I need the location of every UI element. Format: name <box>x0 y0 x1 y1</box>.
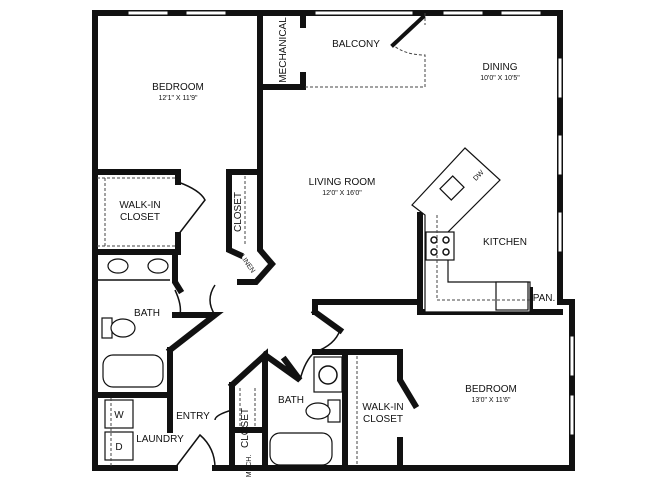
toilet-icon <box>305 402 331 420</box>
closet1-label: CLOSET <box>233 192 244 232</box>
sink-icon <box>439 175 465 201</box>
dryer-icon <box>104 431 134 461</box>
closet2-label: CLOSET <box>240 408 251 448</box>
bathtub-icon <box>102 354 164 388</box>
bathtub-icon <box>269 432 333 466</box>
pantry-label: PAN. <box>533 293 556 304</box>
fridge-icon <box>495 281 529 311</box>
laundry-label: LAUNDRY <box>136 434 184 445</box>
dining-size: 10'0" X 10'5" <box>480 75 520 82</box>
dining-label: DINING <box>483 62 518 73</box>
bath1-label: BATH <box>134 308 160 319</box>
kitchen-label: KITCHEN <box>483 237 527 248</box>
washer-icon <box>104 399 134 429</box>
mechanical-label: MECHANICAL <box>278 17 289 83</box>
dryer-label: D <box>115 442 122 453</box>
windows <box>127 10 575 436</box>
balcony-outline <box>97 13 426 247</box>
living-room-label: LIVING ROOM <box>309 177 376 188</box>
bedroom1-label: BEDROOM <box>152 82 204 93</box>
walkin2-label: WALK-IN <box>362 402 403 413</box>
kitchen-counters <box>411 147 531 313</box>
bedroom2-label: BEDROOM <box>465 384 517 395</box>
walkin2-label-2: CLOSET <box>363 414 403 425</box>
living-room-size: 12'0" X 16'0" <box>322 190 362 197</box>
bath1-fixtures <box>97 258 170 466</box>
bedroom1-size: 12'1" X 11'9" <box>158 95 198 102</box>
bath2-fixtures <box>239 356 358 466</box>
mech2-label: MECH. <box>246 455 253 478</box>
walkin1-label: WALK-IN <box>119 200 160 211</box>
stove-icon <box>425 231 455 261</box>
door-swings <box>174 181 341 469</box>
walkin1-label-2: CLOSET <box>120 212 160 223</box>
bedroom2-size: 13'0" X 11'6" <box>471 397 511 404</box>
sink-icon <box>107 258 129 274</box>
sink-icon <box>147 258 169 274</box>
sink-icon <box>313 356 343 393</box>
balcony-label: BALCONY <box>332 39 380 50</box>
washer-label: W <box>114 410 124 421</box>
linen-label: LINEN <box>238 254 256 275</box>
toilet-icon <box>110 318 136 338</box>
entry-label: ENTRY <box>176 411 210 422</box>
bath2-label: BATH <box>278 395 304 406</box>
